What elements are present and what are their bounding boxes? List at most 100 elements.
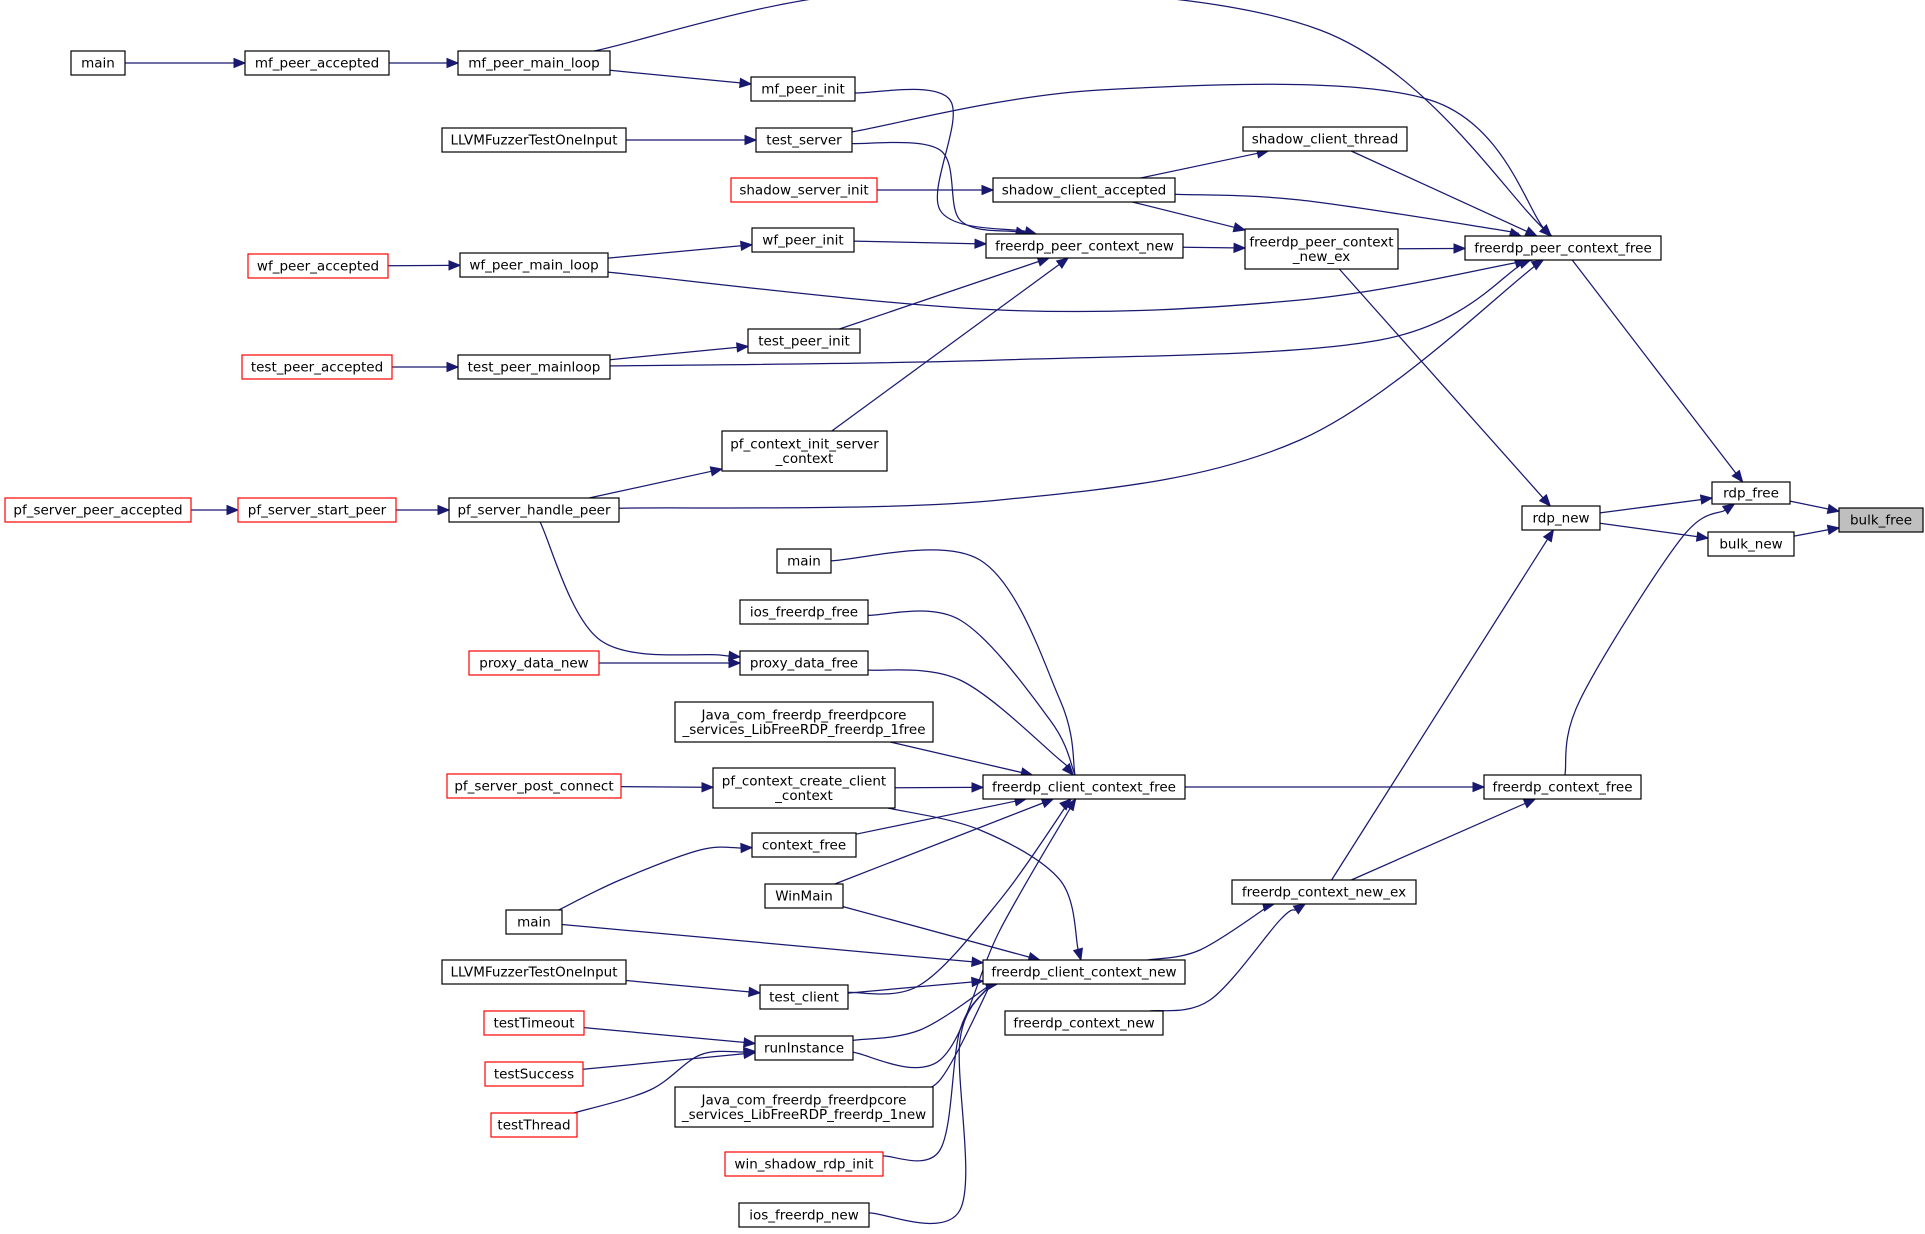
function-node[interactable]: LLVMFuzzerTestOneInput: [441, 959, 627, 985]
function-node[interactable]: freerdp_context_new: [1004, 1010, 1164, 1036]
function-node[interactable]: testTimeout: [483, 1010, 585, 1036]
function-node[interactable]: mf_peer_accepted: [244, 50, 390, 76]
function-node[interactable]: mf_peer_init: [750, 76, 856, 102]
node-label: main: [517, 915, 551, 931]
function-node[interactable]: wf_peer_accepted: [247, 253, 389, 279]
function-node[interactable]: pf_context_init_server_context: [721, 430, 888, 472]
edge-line: [561, 923, 973, 963]
node-box: [992, 177, 1176, 203]
edge-arrowhead: [1040, 798, 1055, 809]
edge-line: [1132, 201, 1235, 228]
function-node[interactable]: test_client: [759, 984, 849, 1010]
edge-line: [839, 260, 1039, 330]
function-node[interactable]: testThread: [490, 1112, 578, 1138]
call-edge: [618, 249, 1557, 509]
function-node[interactable]: runInstance: [754, 1035, 854, 1061]
node-label: main: [787, 554, 821, 570]
node-box: [751, 227, 855, 253]
function-node[interactable]: freerdp_peer_context_free: [1464, 235, 1662, 261]
function-node[interactable]: freerdp_context_free: [1483, 774, 1642, 800]
node-label: shadow_client_thread: [1252, 132, 1399, 148]
function-node[interactable]: pf_context_create_client_context: [712, 767, 896, 809]
call-edge: [877, 184, 995, 196]
edge-arrowhead: [748, 986, 762, 998]
function-node[interactable]: proxy_data_new: [468, 650, 600, 676]
node-box: [747, 328, 861, 354]
function-node[interactable]: pf_server_peer_accepted: [4, 497, 192, 523]
function-node[interactable]: freerdp_peer_context_new: [985, 233, 1184, 259]
node-box: [483, 1010, 585, 1036]
node-label: rdp_new: [1532, 511, 1589, 527]
node-label: pf_server_handle_peer: [457, 503, 610, 519]
node-label: pf_server_start_peer: [248, 503, 387, 519]
function-node[interactable]: Java_com_freerdp_freerdpcore_services_Li…: [674, 1086, 934, 1128]
function-node[interactable]: pf_server_start_peer: [237, 497, 397, 523]
node-label: ios_freerdp_new: [749, 1208, 859, 1224]
edge-line: [625, 979, 750, 993]
function-node[interactable]: wf_peer_init: [751, 227, 855, 253]
function-node[interactable]: test_peer_accepted: [241, 354, 393, 380]
node-label: wf_peer_accepted: [257, 259, 379, 275]
function-node[interactable]: wf_peer_main_loop: [459, 252, 609, 278]
function-node[interactable]: rdp_new: [1521, 505, 1601, 531]
function-node[interactable]: rdp_free: [1711, 481, 1791, 505]
node-box: [1244, 228, 1399, 270]
function-node[interactable]: freerdp_context_new_ex: [1231, 879, 1417, 905]
function-node[interactable]: bulk_new: [1707, 531, 1795, 557]
function-node[interactable]: freerdp_peer_context_new_ex: [1244, 228, 1399, 270]
function-node[interactable]: Java_com_freerdp_freerdpcore_services_Li…: [674, 701, 934, 743]
call-edge: [834, 798, 1055, 885]
function-node[interactable]: freerdp_client_context_new: [982, 959, 1186, 985]
edge-arrowhead: [1542, 528, 1555, 543]
function-node[interactable]: pf_server_handle_peer: [448, 497, 620, 523]
node-label: _context: [775, 451, 834, 467]
node-box: [441, 127, 627, 153]
function-node[interactable]: freerdp_client_context_free: [982, 774, 1186, 800]
node-label: shadow_server_init: [739, 183, 868, 199]
call-edge: [1351, 798, 1537, 881]
call-edge: [1350, 150, 1538, 237]
function-node[interactable]: test_peer_mainloop: [457, 354, 611, 380]
call-edge: [1132, 201, 1247, 233]
node-box: [1483, 774, 1642, 800]
function-node[interactable]: test_peer_init: [747, 328, 861, 354]
function-node[interactable]: win_shadow_rdp_init: [724, 1151, 884, 1177]
function-node[interactable]: shadow_client_thread: [1242, 126, 1408, 152]
edge-line: [1338, 268, 1544, 499]
function-node[interactable]: testSuccess: [484, 1061, 584, 1087]
edge-arrowhead: [709, 466, 724, 477]
node-label: wf_peer_init: [762, 233, 843, 249]
function-node[interactable]: LLVMFuzzerTestOneInput: [441, 127, 627, 153]
edge-arrowhead: [1731, 469, 1744, 484]
node-label: freerdp_peer_context_free: [1474, 241, 1652, 257]
function-node[interactable]: ios_freerdp_free: [739, 599, 869, 625]
edge-arrowhead: [446, 361, 460, 373]
node-box: [739, 650, 869, 676]
edge-line: [1140, 152, 1258, 179]
function-node[interactable]: main: [505, 909, 563, 935]
edge-line: [1793, 529, 1829, 537]
edge-arrowhead: [971, 956, 985, 967]
call-edge: [1571, 259, 1744, 484]
function-node[interactable]: shadow_client_accepted: [992, 177, 1176, 203]
function-node[interactable]: context_free: [751, 832, 857, 858]
function-node[interactable]: proxy_data_free: [739, 650, 869, 676]
function-node[interactable]: ios_freerdp_new: [738, 1202, 870, 1228]
function-node[interactable]: pf_server_post_connect: [446, 773, 622, 799]
node-label: freerdp_peer_context_new: [995, 239, 1174, 255]
function-node[interactable]: main: [70, 50, 126, 76]
edge-arrowhead: [1695, 531, 1710, 542]
call-edge: [573, 1046, 757, 1114]
node-box: [490, 1112, 578, 1138]
function-node[interactable]: WinMain: [764, 883, 844, 909]
node-box: [468, 650, 600, 676]
function-node[interactable]: test_server: [755, 127, 853, 153]
edge-arrowhead: [1530, 259, 1545, 271]
edge-line: [594, 0, 1562, 245]
node-box: [70, 50, 126, 76]
node-label: testTimeout: [493, 1016, 574, 1032]
function-node[interactable]: mf_peer_main_loop: [457, 50, 611, 76]
function-node[interactable]: shadow_server_init: [730, 177, 878, 203]
call-edge: [853, 238, 988, 249]
function-node[interactable]: main: [776, 548, 832, 574]
